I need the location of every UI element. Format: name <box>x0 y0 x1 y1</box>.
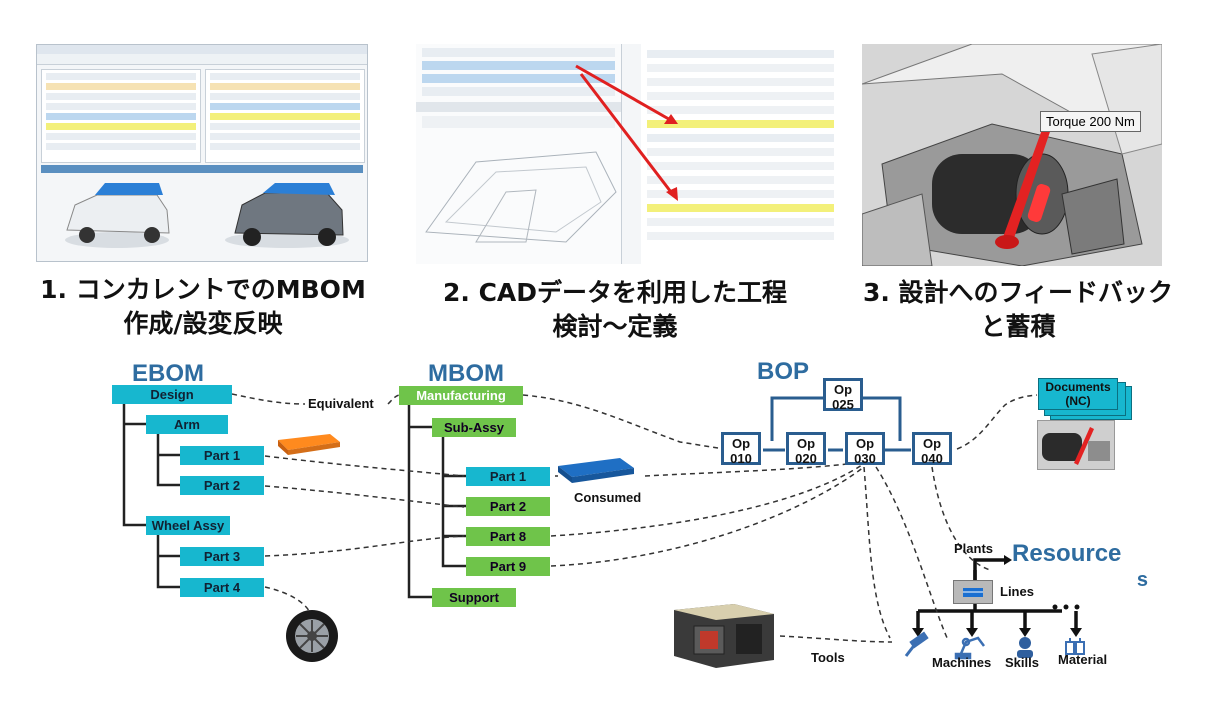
equivalent-label: Equivalent <box>308 396 374 411</box>
ebom-tree-lines <box>122 402 180 589</box>
red-drag-arrows <box>575 64 678 201</box>
caption-1-line2: 作成/設変反映 <box>123 309 283 338</box>
tools-label[interactable]: Tools <box>811 650 845 665</box>
bop-title: BOP <box>757 358 810 385</box>
plants-label[interactable]: Plants <box>954 541 994 556</box>
mbom-manufacturing-node[interactable]: Manufacturing <box>399 386 523 405</box>
op-010-box[interactable]: Op 010 <box>721 432 761 466</box>
right-pane <box>641 44 840 264</box>
caption-1: 1. コンカレントでのMBOM 作成/設変反映 <box>18 273 388 341</box>
resource-tree-lines <box>916 558 1078 629</box>
resources-title-line2: s <box>1136 569 1148 591</box>
consumed-label: Consumed <box>574 490 642 505</box>
op-030-box[interactable]: Op 030 <box>845 432 885 466</box>
right-tree <box>205 69 365 163</box>
mbom-part2-node[interactable]: Part 2 <box>466 497 550 516</box>
mbom-part1-node[interactable]: Part 1 <box>466 467 550 486</box>
caption-2-line1: 2. CADデータを利用した工程 <box>442 278 788 307</box>
ebom-arm-node[interactable]: Arm <box>146 415 228 434</box>
left-tree <box>41 69 201 163</box>
op-030-number: 030 <box>854 451 876 466</box>
op-025-box[interactable]: Op 025 <box>823 378 863 412</box>
caption-1-line1: 1. コンカレントでのMBOM <box>40 275 366 304</box>
dashed-links <box>231 393 1038 643</box>
op-010-number: 010 <box>730 451 752 466</box>
op-025-number: 025 <box>832 397 854 412</box>
tab-bar <box>41 165 363 173</box>
car-chassis-icon <box>225 183 349 248</box>
material-label[interactable]: Material <box>1058 652 1108 667</box>
document-thumbnail <box>1037 420 1115 470</box>
ebom-title: EBOM <box>132 360 204 387</box>
machine-tool-icon <box>674 604 774 668</box>
caption-3-line2: と蓄積 <box>980 312 1056 341</box>
car-views <box>65 183 349 248</box>
mbom-sub-assy-node[interactable]: Sub-Assy <box>432 418 516 437</box>
op-010-label: Op <box>731 436 751 451</box>
op-040-label: Op <box>922 436 942 451</box>
ebom-design-node[interactable]: Design <box>112 385 232 404</box>
cad-wireframe <box>425 151 617 243</box>
caption-2: 2. CADデータを利用した工程 検討～定義 <box>405 276 825 344</box>
mbom-part8-node[interactable]: Part 8 <box>466 527 550 546</box>
resources-title: Resource s <box>1012 541 1162 593</box>
screenshot-torque-feedback: Torque 200 Nm <box>862 44 1162 266</box>
documents-stack[interactable]: Documents (NC) <box>1038 378 1132 420</box>
op-040-box[interactable]: Op 040 <box>912 432 952 466</box>
caption-3: 3. 設計へのフィードバック と蓄積 <box>832 276 1204 344</box>
op-020-label: Op <box>796 436 816 451</box>
white-car-icon <box>65 183 170 248</box>
mbom-title: MBOM <box>428 360 504 387</box>
ebom-part4-node[interactable]: Part 4 <box>180 578 264 597</box>
mbom-part9-node[interactable]: Part 9 <box>466 557 550 576</box>
toolbar <box>37 54 367 65</box>
tools-machine-render <box>664 600 784 670</box>
machines-label[interactable]: Machines <box>932 655 992 670</box>
skills-label[interactable]: Skills <box>1005 655 1039 670</box>
engine-assembly-render <box>862 44 1162 266</box>
caption-3-line1: 3. 設計へのフィードバック <box>862 278 1174 307</box>
op-040-number: 040 <box>921 451 943 466</box>
documents-label: Documents <box>1045 380 1111 394</box>
mbom-tree-lines <box>407 404 466 599</box>
torque-tooltip: Torque 200 Nm <box>1040 111 1141 132</box>
conveyor-icon <box>963 588 983 597</box>
torque-wrench-icon <box>995 120 1054 249</box>
window-titlebar <box>37 45 367 54</box>
op-020-number: 020 <box>795 451 817 466</box>
op-025-label: Op <box>833 382 853 397</box>
document-sheet-front: Documents (NC) <box>1038 378 1118 410</box>
lines-icon <box>953 580 993 604</box>
caption-2-line2: 検討～定義 <box>552 312 678 341</box>
op-030-label: Op <box>855 436 875 451</box>
ebom-part3-node[interactable]: Part 3 <box>180 547 264 566</box>
ebom-part1-node[interactable]: Part 1 <box>180 446 264 465</box>
mbom-support-node[interactable]: Support <box>432 588 516 607</box>
documents-type: (NC) <box>1065 394 1091 408</box>
op-020-box[interactable]: Op 020 <box>786 432 826 466</box>
screenshot-cad-process <box>416 44 840 264</box>
screenshot-mbom-editor <box>36 44 368 262</box>
ebom-wheel-assy-node[interactable]: Wheel Assy <box>146 516 230 535</box>
resources-title-line1: Resource <box>1012 540 1122 567</box>
ebom-part2-node[interactable]: Part 2 <box>180 476 264 495</box>
engine-thumbnail-icon <box>1042 427 1110 465</box>
lines-label[interactable]: Lines <box>1000 584 1034 599</box>
